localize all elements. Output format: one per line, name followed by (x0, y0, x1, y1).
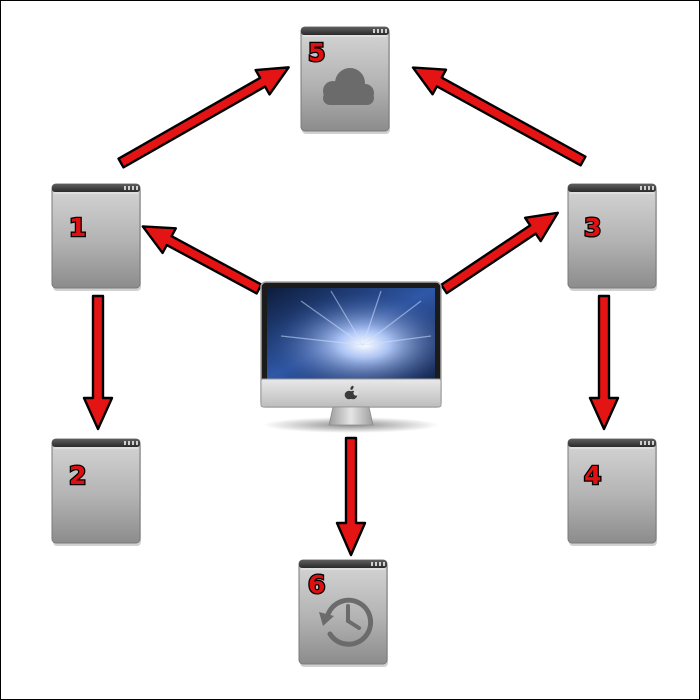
drive-2-label: 2 (69, 461, 86, 490)
arrow-computer-to-drive-1 (141, 225, 263, 295)
computer (260, 281, 442, 433)
drive-1-label: 1 (69, 213, 86, 242)
arrows-layer (82, 66, 620, 557)
arrow-computer-to-drive-3 (440, 211, 560, 295)
drive-1: 1 (51, 183, 142, 292)
drive-4-label: 4 (584, 461, 601, 490)
arrow-drive-1-to-drive-2 (82, 294, 114, 431)
cloud-icon (323, 68, 374, 105)
time-machine-clock-icon (319, 597, 374, 647)
arrow-drive-3-to-drive-5 (411, 66, 587, 167)
computer-stand (328, 406, 374, 426)
arrow-drive-1-to-drive-5 (117, 66, 290, 169)
arrow-computer-to-drive-6 (335, 436, 367, 557)
drive-6: 6 (298, 559, 389, 668)
arrow-drive-3-to-drive-4 (588, 294, 620, 431)
drive-2: 2 (51, 438, 142, 547)
drive-6-label: 6 (308, 570, 325, 599)
drive-5: 5 (300, 26, 391, 135)
drive-3: 3 (567, 183, 658, 292)
apple-logo-icon (344, 385, 359, 400)
drive-4: 4 (567, 438, 658, 547)
drive-5-label: 5 (308, 38, 325, 67)
drive-3-label: 3 (584, 213, 601, 242)
